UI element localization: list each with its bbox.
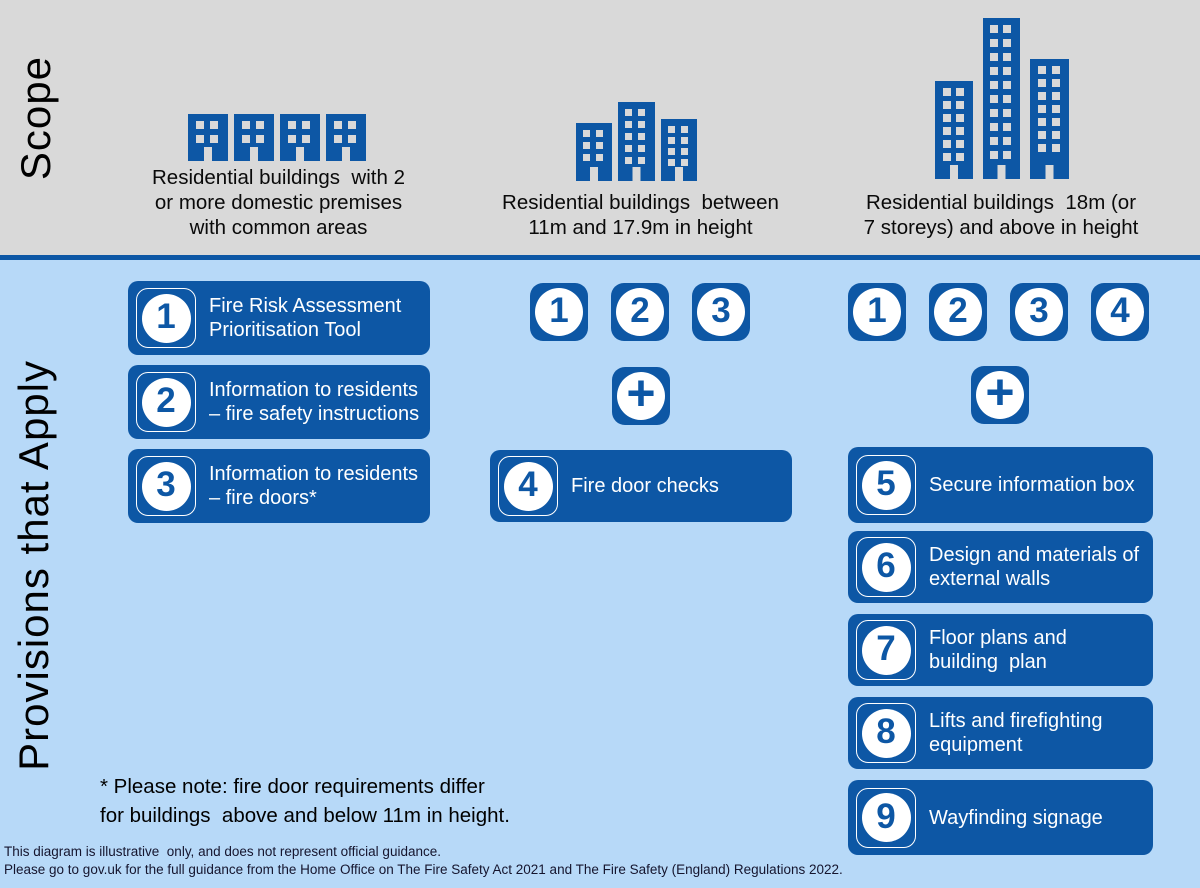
provision-number-emblem: 5 <box>856 455 916 515</box>
buildings-medium-icon <box>576 102 697 181</box>
provision-box-label: Secure information box <box>929 474 1135 496</box>
provision-box-label: Floor plans and building plan <box>929 627 1067 673</box>
provision-number: 5 <box>861 460 911 510</box>
provision-badge-2: 2 <box>611 283 669 341</box>
badge-number: 2 <box>616 288 664 336</box>
provision-box-label: Fire Risk Assessment Prioritisation Tool <box>209 295 402 341</box>
caption-line: with common areas <box>189 216 368 239</box>
provision-box-label: Fire door checks <box>571 475 719 497</box>
plus-icon: + <box>612 365 670 425</box>
provision-box-label: Information to residents – fire safety i… <box>209 379 420 425</box>
provision-badge-r2: 2 <box>929 283 987 341</box>
caption-line: or more domestic premises <box>154 191 403 214</box>
provision-box-9: 9 Wayfinding signage <box>848 780 1153 855</box>
provision-number: 7 <box>861 625 911 675</box>
badge-number: 3 <box>697 288 745 336</box>
provision-number: 4 <box>503 461 553 511</box>
scope-caption-medium-buildings: Residential buildings between 11m and 17… <box>478 190 803 240</box>
provision-box-3: 3 Information to residents – fire doors* <box>128 449 430 523</box>
provision-box-label: Information to residents – fire doors* <box>209 463 418 509</box>
buildings-small-icon <box>188 114 366 161</box>
badge-number: 3 <box>1015 288 1063 336</box>
provision-badge-3: 3 <box>692 283 750 341</box>
caption-line: 11m and 17.9m in height <box>528 216 753 239</box>
scope-caption-small-buildings: Residential buildings with 2 or more dom… <box>126 165 431 240</box>
provision-number: 3 <box>141 461 191 511</box>
provision-number-emblem: 3 <box>136 456 196 516</box>
provision-box-7: 7 Floor plans and building plan <box>848 614 1153 686</box>
footnote: * Please note: fire door requirements di… <box>100 775 510 827</box>
provision-box-4: 4 Fire door checks <box>490 450 792 522</box>
badge-number: 1 <box>535 288 583 336</box>
provision-badge-r3: 3 <box>1010 283 1068 341</box>
provision-number: 1 <box>141 293 191 343</box>
provision-badge-1: 1 <box>530 283 588 341</box>
provision-number-emblem: 4 <box>498 456 558 516</box>
provision-number-emblem: 8 <box>856 703 916 763</box>
provision-box-6: 6 Design and materials of external walls <box>848 531 1153 603</box>
provision-number-emblem: 9 <box>856 787 916 848</box>
caption-line: 7 storeys) and above in height <box>863 216 1139 239</box>
provision-box-label: Wayfinding signage <box>929 806 1103 829</box>
provision-box-8: 8 Lifts and firefighting equipment <box>848 697 1153 769</box>
caption-line: Residential buildings with 2 <box>152 166 405 189</box>
plus-icon: + <box>971 364 1029 424</box>
provision-box-label: Lifts and firefighting equipment <box>929 710 1103 756</box>
provision-number-emblem: 2 <box>136 372 196 432</box>
provision-number: 9 <box>861 793 911 842</box>
plus-glyph: + <box>617 365 665 421</box>
provision-number-emblem: 7 <box>856 620 916 680</box>
badge-number: 4 <box>1096 288 1144 336</box>
caption-line: Residential buildings 18m (or <box>865 191 1137 214</box>
disclaimer-line-1: This diagram is illustrative only, and d… <box>4 844 441 859</box>
provision-number: 6 <box>861 542 911 592</box>
badge-number: 1 <box>853 288 901 336</box>
provision-number-emblem: 1 <box>136 288 196 348</box>
provision-number: 8 <box>861 708 911 758</box>
buildings-tall-icon <box>935 18 1069 179</box>
badge-number: 2 <box>934 288 982 336</box>
scope-label: Scope <box>12 56 59 181</box>
disclaimer-line-2: Please go to gov.uk for the full guidanc… <box>4 861 843 877</box>
caption-line: Residential buildings between <box>502 191 779 214</box>
provision-box-1: 1 Fire Risk Assessment Prioritisation To… <box>128 281 430 355</box>
provision-box-2: 2 Information to residents – fire safety… <box>128 365 430 439</box>
provision-box-label: Design and materials of external walls <box>929 544 1140 590</box>
provision-badge-r1: 1 <box>848 283 906 341</box>
disclaimer: This diagram is illustrative only, and d… <box>4 843 843 878</box>
plus-glyph: + <box>976 364 1024 420</box>
provision-box-5: 5 Secure information box <box>848 447 1153 523</box>
provision-number-emblem: 6 <box>856 537 916 597</box>
provision-badge-r4: 4 <box>1091 283 1149 341</box>
provisions-label: Provisions that Apply <box>10 360 57 771</box>
provision-number: 2 <box>141 377 191 427</box>
scope-caption-tall-buildings: Residential buildings 18m (or 7 storeys)… <box>836 190 1166 240</box>
